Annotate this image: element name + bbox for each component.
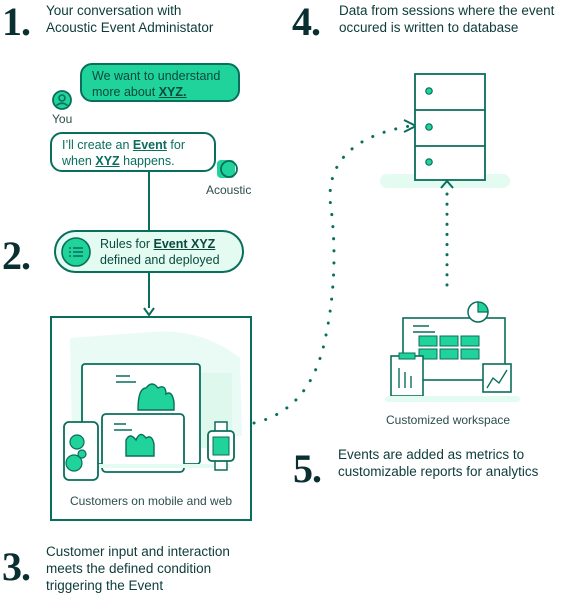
rules-text: Rules for Event XYZ defined and deployed [100, 236, 220, 268]
bot-message-bubble: I’ll create an Event for when XYZ happen… [50, 132, 216, 172]
user-label: You [52, 112, 73, 126]
step-2-number: 2. [2, 233, 31, 278]
rules-pill: Rules for Event XYZ defined and deployed [54, 230, 244, 273]
arrow-down-icon [143, 304, 155, 317]
step-1-text: Your conversation with Acoustic Event Ad… [46, 2, 213, 36]
step-5-line-1: Events are added as metrics to [338, 447, 525, 462]
rules-prefix: Rules for [100, 237, 154, 251]
bot-line2-prefix: when [62, 154, 96, 168]
user-message-bubble: We want to understand more about XYZ. [80, 63, 240, 102]
rules-line-2: defined and deployed [100, 253, 220, 267]
rules-line-1: Rules for Event XYZ [100, 236, 220, 252]
step-3-text: Customer input and interaction meets the… [46, 543, 230, 594]
step-5-number: 5. [293, 446, 322, 491]
acoustic-logo-icon [215, 157, 239, 181]
user-message-prefix: more about [92, 85, 159, 99]
step-5-text: Events are added as metrics to customiza… [338, 446, 538, 480]
bot-message-line-1: I’ll create an Event for [62, 137, 204, 153]
acoustic-label: Acoustic [206, 183, 252, 197]
step-3-line-2: meets the defined condition [46, 561, 212, 576]
step-1-number: 1. [2, 0, 31, 44]
user-avatar-icon [52, 90, 72, 110]
rules-link: Event XYZ [153, 237, 216, 251]
bot-link-event: Event [132, 138, 167, 152]
step-1-line-2: Acoustic Event Administator [46, 20, 214, 35]
step-1-line-1: Your conversation with [46, 3, 182, 18]
bot-mid: for [166, 138, 185, 152]
dotted-up-arrow [440, 180, 454, 287]
panel-caption: Customers on mobile and web [69, 494, 233, 508]
rules-list-icon [61, 237, 91, 267]
step-3-number: 3. [2, 544, 31, 589]
bot-link-xyz: XYZ [95, 154, 120, 168]
connector-line-2 [148, 273, 150, 308]
user-message-link: XYZ. [158, 85, 187, 99]
workspace-illustration [385, 301, 520, 402]
user-message-line-1: We want to understand [92, 69, 221, 83]
user-message-line-2: more about XYZ. [92, 84, 228, 100]
devices-illustration [63, 331, 242, 481]
bot-message-line-2: when XYZ happens. [62, 153, 204, 169]
step-5-line-2: customizable reports for analytics [338, 464, 539, 479]
step-3-line-1: Customer input and interaction [46, 544, 230, 559]
step-4-line-1: Data from sessions where the event [339, 3, 555, 18]
customers-panel: Event XYZ Customers on mobile and web [50, 316, 252, 521]
step-4-number: 4. [292, 0, 321, 44]
bot-line2-suffix: happens. [119, 154, 175, 168]
step-4-text: Data from sessions where the event occur… [339, 2, 554, 36]
step-3-line-3: triggering the Event [46, 578, 164, 593]
step-4-line-2: occured is written to database [339, 20, 519, 35]
bot-prefix: I’ll create an [62, 138, 133, 152]
workspace-caption: Customized workspace [386, 413, 511, 427]
database-illustration [380, 73, 510, 188]
connector-line-1 [148, 172, 150, 230]
